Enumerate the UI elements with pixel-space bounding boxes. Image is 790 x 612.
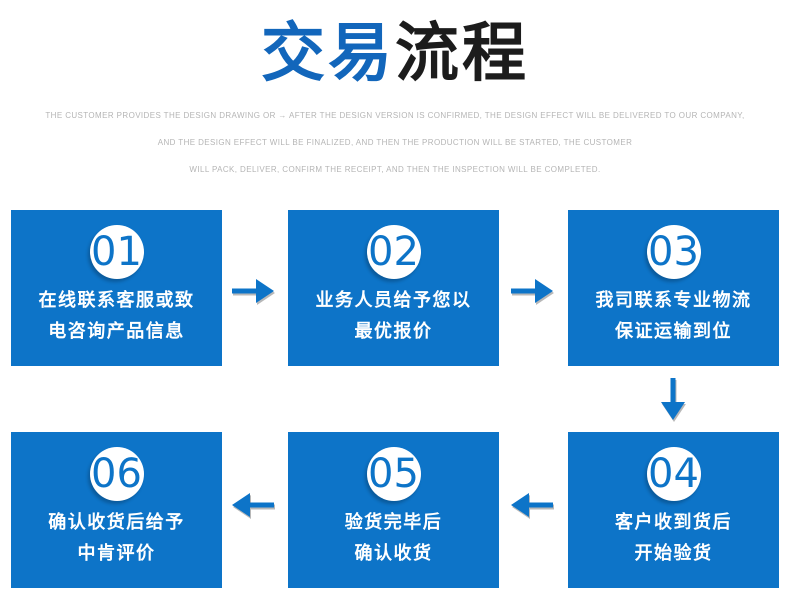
step-description-line-1: 客户收到货后 xyxy=(615,512,732,532)
step-number-badge: 02 xyxy=(366,225,421,279)
step-number-badge: 04 xyxy=(646,447,701,501)
step-number: 03 xyxy=(648,229,699,275)
step-description: 我司联系专业物流 保证运输到位 xyxy=(568,285,779,347)
step-description-line-1: 业务人员给予您以 xyxy=(315,290,472,310)
step-number: 04 xyxy=(648,451,699,497)
arrow-left-icon xyxy=(510,486,554,524)
step-box-05: 05 验货完毕后 确认收货 xyxy=(288,432,499,588)
subtitle-block: THE CUSTOMER PROVIDES THE DESIGN DRAWING… xyxy=(0,112,790,193)
arrow-right-icon xyxy=(231,272,275,310)
step-description-line-2: 最优报价 xyxy=(354,321,433,341)
step-number: 02 xyxy=(368,229,419,275)
step-description-line-2: 电咨询产品信息 xyxy=(48,321,185,341)
page-title: 交易流程 xyxy=(0,14,790,94)
step-box-03: 03 我司联系专业物流 保证运输到位 xyxy=(568,210,779,366)
step-description: 业务人员给予您以 最优报价 xyxy=(288,285,499,347)
step-description-line-2: 中肯评价 xyxy=(77,543,156,563)
arrow-down-icon xyxy=(654,377,692,421)
step-description-line-1: 验货完毕后 xyxy=(344,512,443,532)
arrow-left-icon xyxy=(231,486,275,524)
step-number-badge: 06 xyxy=(89,447,144,501)
step-number: 01 xyxy=(91,229,142,275)
step-description: 验货完毕后 确认收货 xyxy=(288,507,499,569)
step-description-line-2: 保证运输到位 xyxy=(615,321,732,341)
subtitle-line-3: WILL PACK, DELIVER, CONFIRM THE RECEIPT,… xyxy=(189,165,601,174)
step-number-badge: 05 xyxy=(366,447,421,501)
step-description: 确认收货后给予 中肯评价 xyxy=(11,507,222,569)
step-box-06: 06 确认收货后给予 中肯评价 xyxy=(11,432,222,588)
step-number: 06 xyxy=(91,451,142,497)
step-number-badge: 03 xyxy=(646,225,701,279)
step-description-line-1: 我司联系专业物流 xyxy=(595,290,752,310)
step-box-04: 04 客户收到货后 开始验货 xyxy=(568,432,779,588)
arrow-right-icon xyxy=(510,272,554,310)
subtitle-line-2: AND THE DESIGN EFFECT WILL BE FINALIZED,… xyxy=(157,138,633,147)
step-box-02: 02 业务人员给予您以 最优报价 xyxy=(288,210,499,366)
subtitle-line-1: THE CUSTOMER PROVIDES THE DESIGN DRAWING… xyxy=(45,111,745,120)
step-description-line-1: 在线联系客服或致 xyxy=(38,290,195,310)
step-number: 05 xyxy=(368,451,419,497)
step-description: 客户收到货后 开始验货 xyxy=(568,507,779,569)
step-box-01: 01 在线联系客服或致 电咨询产品信息 xyxy=(11,210,222,366)
step-description-line-1: 确认收货后给予 xyxy=(48,512,185,532)
step-description-line-2: 开始验货 xyxy=(634,543,713,563)
step-description: 在线联系客服或致 电咨询产品信息 xyxy=(11,285,222,347)
page-title-blue-part: 交易 xyxy=(261,17,395,91)
step-description-line-2: 确认收货 xyxy=(354,543,433,563)
page-title-black-part: 流程 xyxy=(395,17,529,91)
step-number-badge: 01 xyxy=(89,225,144,279)
